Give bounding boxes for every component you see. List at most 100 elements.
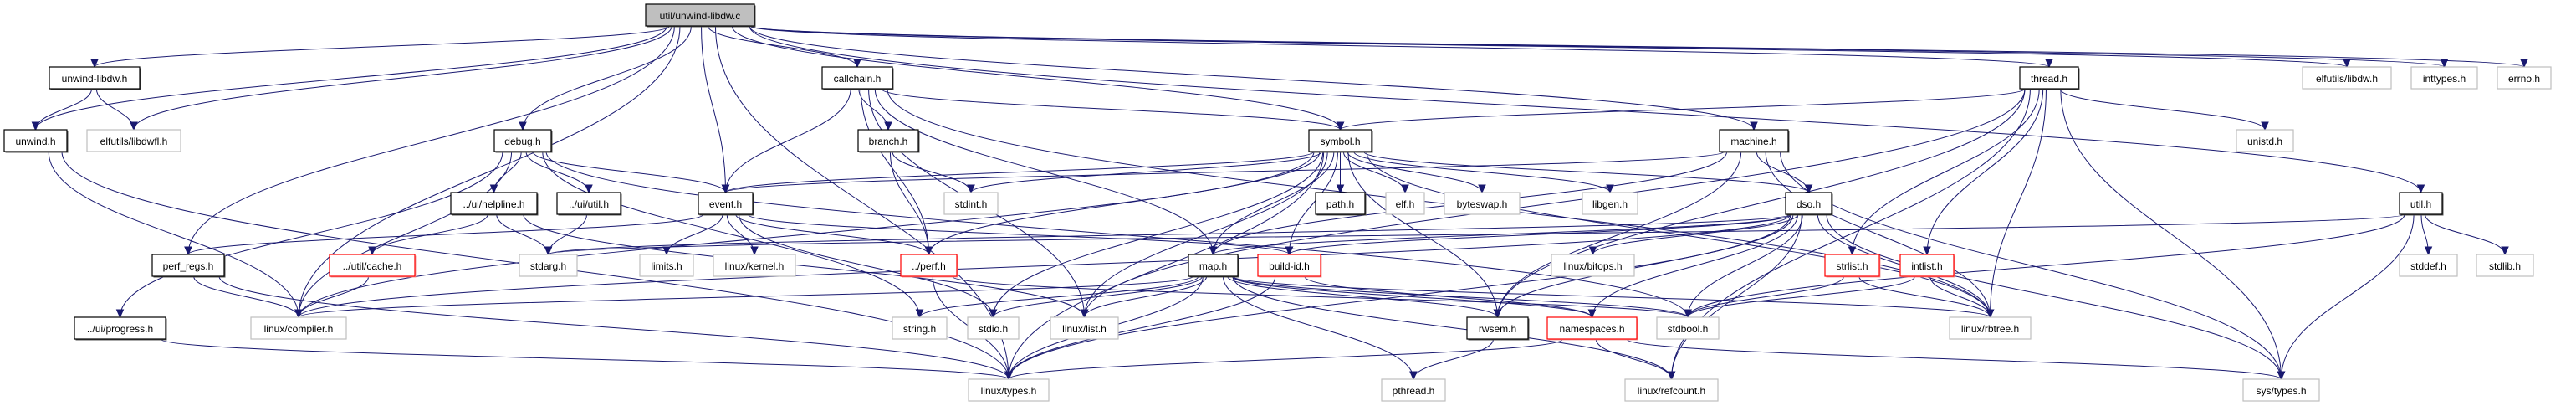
graph-node[interactable]: perf_regs.h bbox=[151, 254, 226, 278]
edge-dso_h-to-sys_types_h bbox=[1826, 213, 2282, 380]
node-label: linux/refcount.h bbox=[1638, 385, 1705, 397]
graph-node: linux/compiler.h bbox=[250, 316, 347, 340]
node-label: event.h bbox=[709, 198, 742, 210]
node-box bbox=[2236, 129, 2294, 152]
node-label: ../ui/util.h bbox=[569, 198, 609, 210]
graph-node[interactable]: thread.h bbox=[2019, 66, 2080, 90]
edge-debug_h-to-ui_util_h bbox=[525, 151, 590, 193]
graph-node[interactable]: path.h bbox=[1315, 192, 1367, 216]
graph-node[interactable]: ../perf.h bbox=[900, 254, 958, 278]
graph-node[interactable]: branch.h bbox=[857, 129, 920, 153]
arrowhead-symbol_h-to-byteswap_h bbox=[1478, 184, 1486, 194]
edge-symbol_h-to-map_h bbox=[1213, 151, 1335, 255]
graph-node[interactable]: unwind.h bbox=[3, 129, 69, 153]
edge-root-to-inttypes_h bbox=[749, 25, 2445, 68]
node-label: branch.h bbox=[869, 136, 908, 147]
node-label: linux/types.h bbox=[981, 385, 1037, 397]
edge-symbol_h-to-libgen_h bbox=[1353, 151, 1611, 193]
node-label: pthread.h bbox=[1393, 385, 1435, 397]
arrowhead-namespaces_h-to-sys_types_h bbox=[2277, 371, 2286, 381]
graph-node[interactable]: ../util/cache.h bbox=[329, 254, 417, 278]
graph-node[interactable]: intlist.h bbox=[1899, 254, 1955, 278]
graph-node: unistd.h bbox=[2236, 129, 2294, 152]
edge-root-to-callchain_h bbox=[707, 25, 858, 68]
graph-node[interactable]: util.h bbox=[2399, 192, 2444, 216]
node-label: namespaces.h bbox=[1559, 323, 1624, 335]
node-label: stdarg.h bbox=[530, 260, 566, 272]
edge-root-to-machine_h bbox=[749, 25, 1755, 131]
root-node[interactable]: util/unwind-libdw.c bbox=[645, 3, 756, 28]
node-label: ../perf.h bbox=[912, 260, 946, 272]
node-box bbox=[1719, 129, 1789, 152]
arrowhead-event_h-to-linux_kernel_h bbox=[750, 246, 759, 256]
edge-machine_h-to-dso_h bbox=[1756, 151, 1809, 193]
node-box bbox=[2242, 378, 2320, 402]
edge-symbol_h-to-linux_types_h bbox=[1008, 151, 1325, 380]
graph-node[interactable]: dso.h bbox=[1785, 192, 1833, 216]
edge-map_h-to-pthread_h bbox=[1222, 275, 1414, 380]
graph-node[interactable]: symbol.h bbox=[1308, 129, 1373, 153]
node-box bbox=[450, 192, 538, 215]
graph-node: elfutils/libdwfl.h bbox=[86, 129, 181, 152]
graph-node[interactable]: build-id.h bbox=[1257, 254, 1322, 278]
node-label: elfutils/libdwfl.h bbox=[100, 136, 168, 147]
graph-node[interactable]: rwsem.h bbox=[1466, 316, 1530, 341]
node-box bbox=[1444, 192, 1521, 215]
graph-node[interactable]: strlist.h bbox=[1824, 254, 1881, 278]
node-box bbox=[2410, 66, 2478, 90]
edges-layer bbox=[31, 25, 2528, 381]
edge-root-to-symbol_h bbox=[731, 25, 1341, 131]
edge-util_h-to-sys_types_h bbox=[2281, 213, 2415, 380]
edge-debug_h-to-ui_progress_h bbox=[120, 151, 503, 318]
arrowhead-intlist_h-to-linux_rbtree_h bbox=[1986, 309, 1995, 319]
node-box bbox=[2399, 254, 2458, 277]
edge-root-to-event_h bbox=[701, 25, 726, 193]
graph-node[interactable]: ../ui/helpline.h bbox=[450, 192, 539, 216]
graph-node: stdint.h bbox=[943, 192, 999, 215]
edge-strlist_h-to-stdbool_h bbox=[1687, 275, 1845, 318]
edge-perf_regs_h-to-linux_compiler_h bbox=[193, 275, 299, 318]
graph-node[interactable]: ../ui/util.h bbox=[556, 192, 622, 216]
arrowhead-dso_h-to-linux_bitops_h bbox=[1588, 246, 1597, 256]
edge-debug_h-to-string_h bbox=[542, 151, 920, 318]
node-box bbox=[1824, 254, 1880, 277]
node-box bbox=[2476, 254, 2534, 277]
arrowhead-thread_h-to-intlist_h bbox=[1923, 246, 1931, 256]
node-box bbox=[968, 378, 1050, 402]
node-box bbox=[645, 3, 755, 27]
graph-node[interactable]: namespaces.h bbox=[1546, 316, 1638, 341]
graph-node: linux/list.h bbox=[1050, 316, 1119, 340]
node-box bbox=[713, 254, 796, 277]
arrowhead-debug_h-to-ui_progress_h bbox=[115, 309, 125, 319]
graph-node[interactable]: debug.h bbox=[493, 129, 553, 153]
graph-node[interactable]: map.h bbox=[1188, 254, 1239, 278]
graph-node[interactable]: unwind-libdw.h bbox=[49, 66, 141, 90]
arrowhead-dso_h-to-build_id_h bbox=[1285, 246, 1294, 256]
arrowhead-util_h-to-stdlib_h bbox=[2501, 246, 2509, 256]
node-label: callchain.h bbox=[834, 73, 882, 85]
graph-node[interactable]: machine.h bbox=[1719, 129, 1790, 153]
edge-ui_progress_h-to-linux_types_h bbox=[160, 338, 1009, 380]
node-box bbox=[1466, 316, 1529, 340]
edge-event_h-to-build_id_h bbox=[747, 213, 1290, 255]
edge-dso_h-to-stdarg_h bbox=[548, 213, 1791, 255]
edge-debug_h-to-stdbool_h bbox=[545, 151, 1689, 318]
node-box bbox=[1656, 316, 1720, 340]
edge-symbol_h-to-perf_h bbox=[928, 151, 1321, 255]
graph-node[interactable]: event.h bbox=[698, 192, 754, 216]
arrowhead-symbol_h-to-elf_h bbox=[1401, 184, 1409, 194]
graph-node: stdlib.h bbox=[2476, 254, 2534, 277]
graph-node[interactable]: ../ui/progress.h bbox=[74, 316, 167, 341]
edge-debug_h-to-event_h bbox=[532, 151, 726, 193]
edge-symbol_h-to-linux_list_h bbox=[1084, 151, 1328, 318]
edge-ui_util_h-to-stdarg_h bbox=[548, 213, 588, 255]
node-label: debug.h bbox=[504, 136, 540, 147]
node-box bbox=[519, 254, 578, 277]
edge-build_id_h-to-linux_types_h bbox=[1008, 275, 1276, 380]
graph-node[interactable]: callchain.h bbox=[821, 66, 894, 90]
node-label: stdlib.h bbox=[2489, 260, 2521, 272]
node-box bbox=[1899, 254, 1955, 277]
arrowhead-symbol_h-to-perf_h bbox=[924, 246, 933, 256]
node-label: ../util/cache.h bbox=[343, 260, 402, 272]
edge-map_h-to-stdio_h bbox=[993, 275, 1203, 318]
